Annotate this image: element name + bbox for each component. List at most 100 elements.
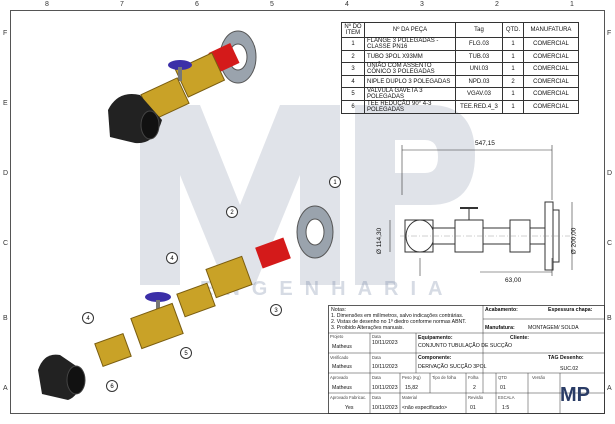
zone-left-B: B xyxy=(3,315,8,322)
bom-cell-name: NIPLE DUPLO 3 POLEGADAS xyxy=(364,75,456,88)
balloon-item-6: 6 xyxy=(106,380,118,392)
dim-offset: 63,00 xyxy=(505,277,522,284)
bom-cell-name: VALVULA GAVETA 3 POLEGADAS xyxy=(364,87,456,101)
balloon-item-1: 1 xyxy=(329,176,341,188)
bom-cell-qty: 1 xyxy=(502,50,524,63)
verificado-value: Matheus xyxy=(332,364,352,370)
watermark-text: ENGENHARIA xyxy=(200,278,455,300)
material-label: Material xyxy=(402,395,417,400)
drawing-frame xyxy=(10,10,605,414)
bom-header-qty: QTD. xyxy=(502,22,524,38)
folha-value: 2 xyxy=(473,385,476,391)
bom-cell-name: TEE REDUÇÃO 90° 4-3 POLEGADAS xyxy=(364,100,456,114)
zone-right-D: D xyxy=(607,170,613,177)
bom-cell-mfr: COMERCIAL xyxy=(523,75,579,88)
bom-cell-qty: 1 xyxy=(502,62,524,76)
bom-header-mfr: MANUFATURA xyxy=(523,22,579,38)
bom-cell-mfr: COMERCIAL xyxy=(523,87,579,101)
zone-right-B: B xyxy=(607,315,612,322)
bom-cell-item: 4 xyxy=(341,75,365,88)
componente-value: DERIVAÇÃO SUCÇÃO 3POL xyxy=(418,364,487,370)
bom-cell-qty: 2 xyxy=(502,75,524,88)
exploded-iso-view xyxy=(38,205,334,400)
dimensioned-side-view xyxy=(389,145,573,276)
zone-top-8: 8 xyxy=(45,1,49,8)
data-value-2: 10/11/2023 xyxy=(372,364,398,370)
aprovado-value: Matheus xyxy=(332,385,352,391)
bom-cell-tag: VGAV.03 xyxy=(455,87,503,101)
bom-header-row: Nº DO ITEM Nº DA PEÇA Tag QTD. MANUFATUR… xyxy=(341,22,579,38)
zone-right-C: C xyxy=(607,240,613,247)
qtd-value: 01 xyxy=(500,385,506,391)
peso-value: 15,82 xyxy=(405,385,418,391)
manufatura-value: MONTAGEM/ SOLDA xyxy=(528,325,579,331)
aprovado-fabricacao-value: Yes xyxy=(345,405,354,411)
balloon-item-4a: 4 xyxy=(166,252,178,264)
tag-desenho-label: TAG Desenho: xyxy=(548,355,584,361)
balloon-item-5: 5 xyxy=(180,347,192,359)
balloon-item-2: 2 xyxy=(226,206,238,218)
balloon-item-3: 3 xyxy=(270,304,282,316)
dim-flange-diameter: Ø 200,00 xyxy=(570,227,578,255)
bom-cell-mfr: COMERCIAL xyxy=(523,62,579,76)
bom-cell-qty: 1 xyxy=(502,100,524,114)
equipamento-label: Equipamento: xyxy=(418,335,453,341)
company-logo: MP xyxy=(560,384,590,406)
versao-label: Versão xyxy=(532,375,546,380)
notes-title: Notas: xyxy=(331,307,346,313)
bom-cell-mfr: COMERCIAL xyxy=(523,100,579,114)
zone-top-7: 7 xyxy=(120,1,124,8)
data-label-4: Data xyxy=(372,395,381,400)
data-label-3: Data xyxy=(372,375,381,380)
acabamento-label: Acabamento: xyxy=(485,307,518,313)
escala-label: ESCALA xyxy=(498,395,515,400)
bom-cell-mfr: COMERCIAL xyxy=(523,50,579,63)
tipo-folha-label: Tipo de folha xyxy=(432,375,457,380)
manufatura-label: Manufatura: xyxy=(485,325,515,331)
revisao-value: 01 xyxy=(470,405,476,411)
note-3: 3. Proibido Alterações manuais. xyxy=(331,325,404,331)
bom-cell-item: 5 xyxy=(341,87,365,101)
balloon-item-4b: 4 xyxy=(82,312,94,324)
qtd-label: QTD xyxy=(498,375,507,380)
bom-cell-tag: TEE.RED.4_3 xyxy=(455,100,503,114)
folha-label: Folha xyxy=(468,375,479,380)
bom-cell-item: 3 xyxy=(341,62,365,76)
zone-top-2: 2 xyxy=(495,1,499,8)
data-value-4: 10/11/2023 xyxy=(372,405,398,411)
cliente-label: Cliente: xyxy=(510,335,530,341)
bom-cell-item: 1 xyxy=(341,37,365,51)
zone-right-A: A xyxy=(607,385,612,392)
zone-left-A: A xyxy=(3,385,8,392)
projeto-value: Matheus xyxy=(332,344,352,350)
bom-header-tag: Tag xyxy=(455,22,503,38)
peso-label: Peso (Kg) xyxy=(402,375,421,380)
bill-of-materials-table: Nº DO ITEM Nº DA PEÇA Tag QTD. MANUFATUR… xyxy=(341,22,579,114)
bom-cell-name: FLANGE 3 POLEGADAS - CLASSE PN16 xyxy=(364,37,456,51)
note-2: 2. Vistas de desenho no 1º diedro confor… xyxy=(331,319,467,325)
dim-overall-length: 547,15 xyxy=(475,140,495,147)
zone-left-E: E xyxy=(3,100,8,107)
data-value-1: 10/11/2023 xyxy=(372,340,398,346)
bom-cell-tag: FLG.03 xyxy=(455,37,503,51)
zone-top-4: 4 xyxy=(345,1,349,8)
bom-header-part: Nº DA PEÇA xyxy=(364,22,456,38)
bom-cell-tag: TUB.03 xyxy=(455,50,503,63)
zone-left-C: C xyxy=(3,240,9,247)
aprovado-label: Aprovado xyxy=(330,375,348,380)
zone-right-F: F xyxy=(607,30,612,37)
bom-cell-tag: UNI.03 xyxy=(455,62,503,76)
equipamento-value: CONJUNTO TUBULAÇÃO DE SUCÇÃO xyxy=(418,343,513,349)
projeto-label: Projeto xyxy=(330,334,344,339)
data-value-3: 10/11/2023 xyxy=(372,385,398,391)
title-block-grid xyxy=(328,305,605,414)
tag-desenho-value: SUC.02 xyxy=(560,366,579,372)
escala-value: 1:5 xyxy=(502,405,510,411)
zone-top-3: 3 xyxy=(420,1,424,8)
